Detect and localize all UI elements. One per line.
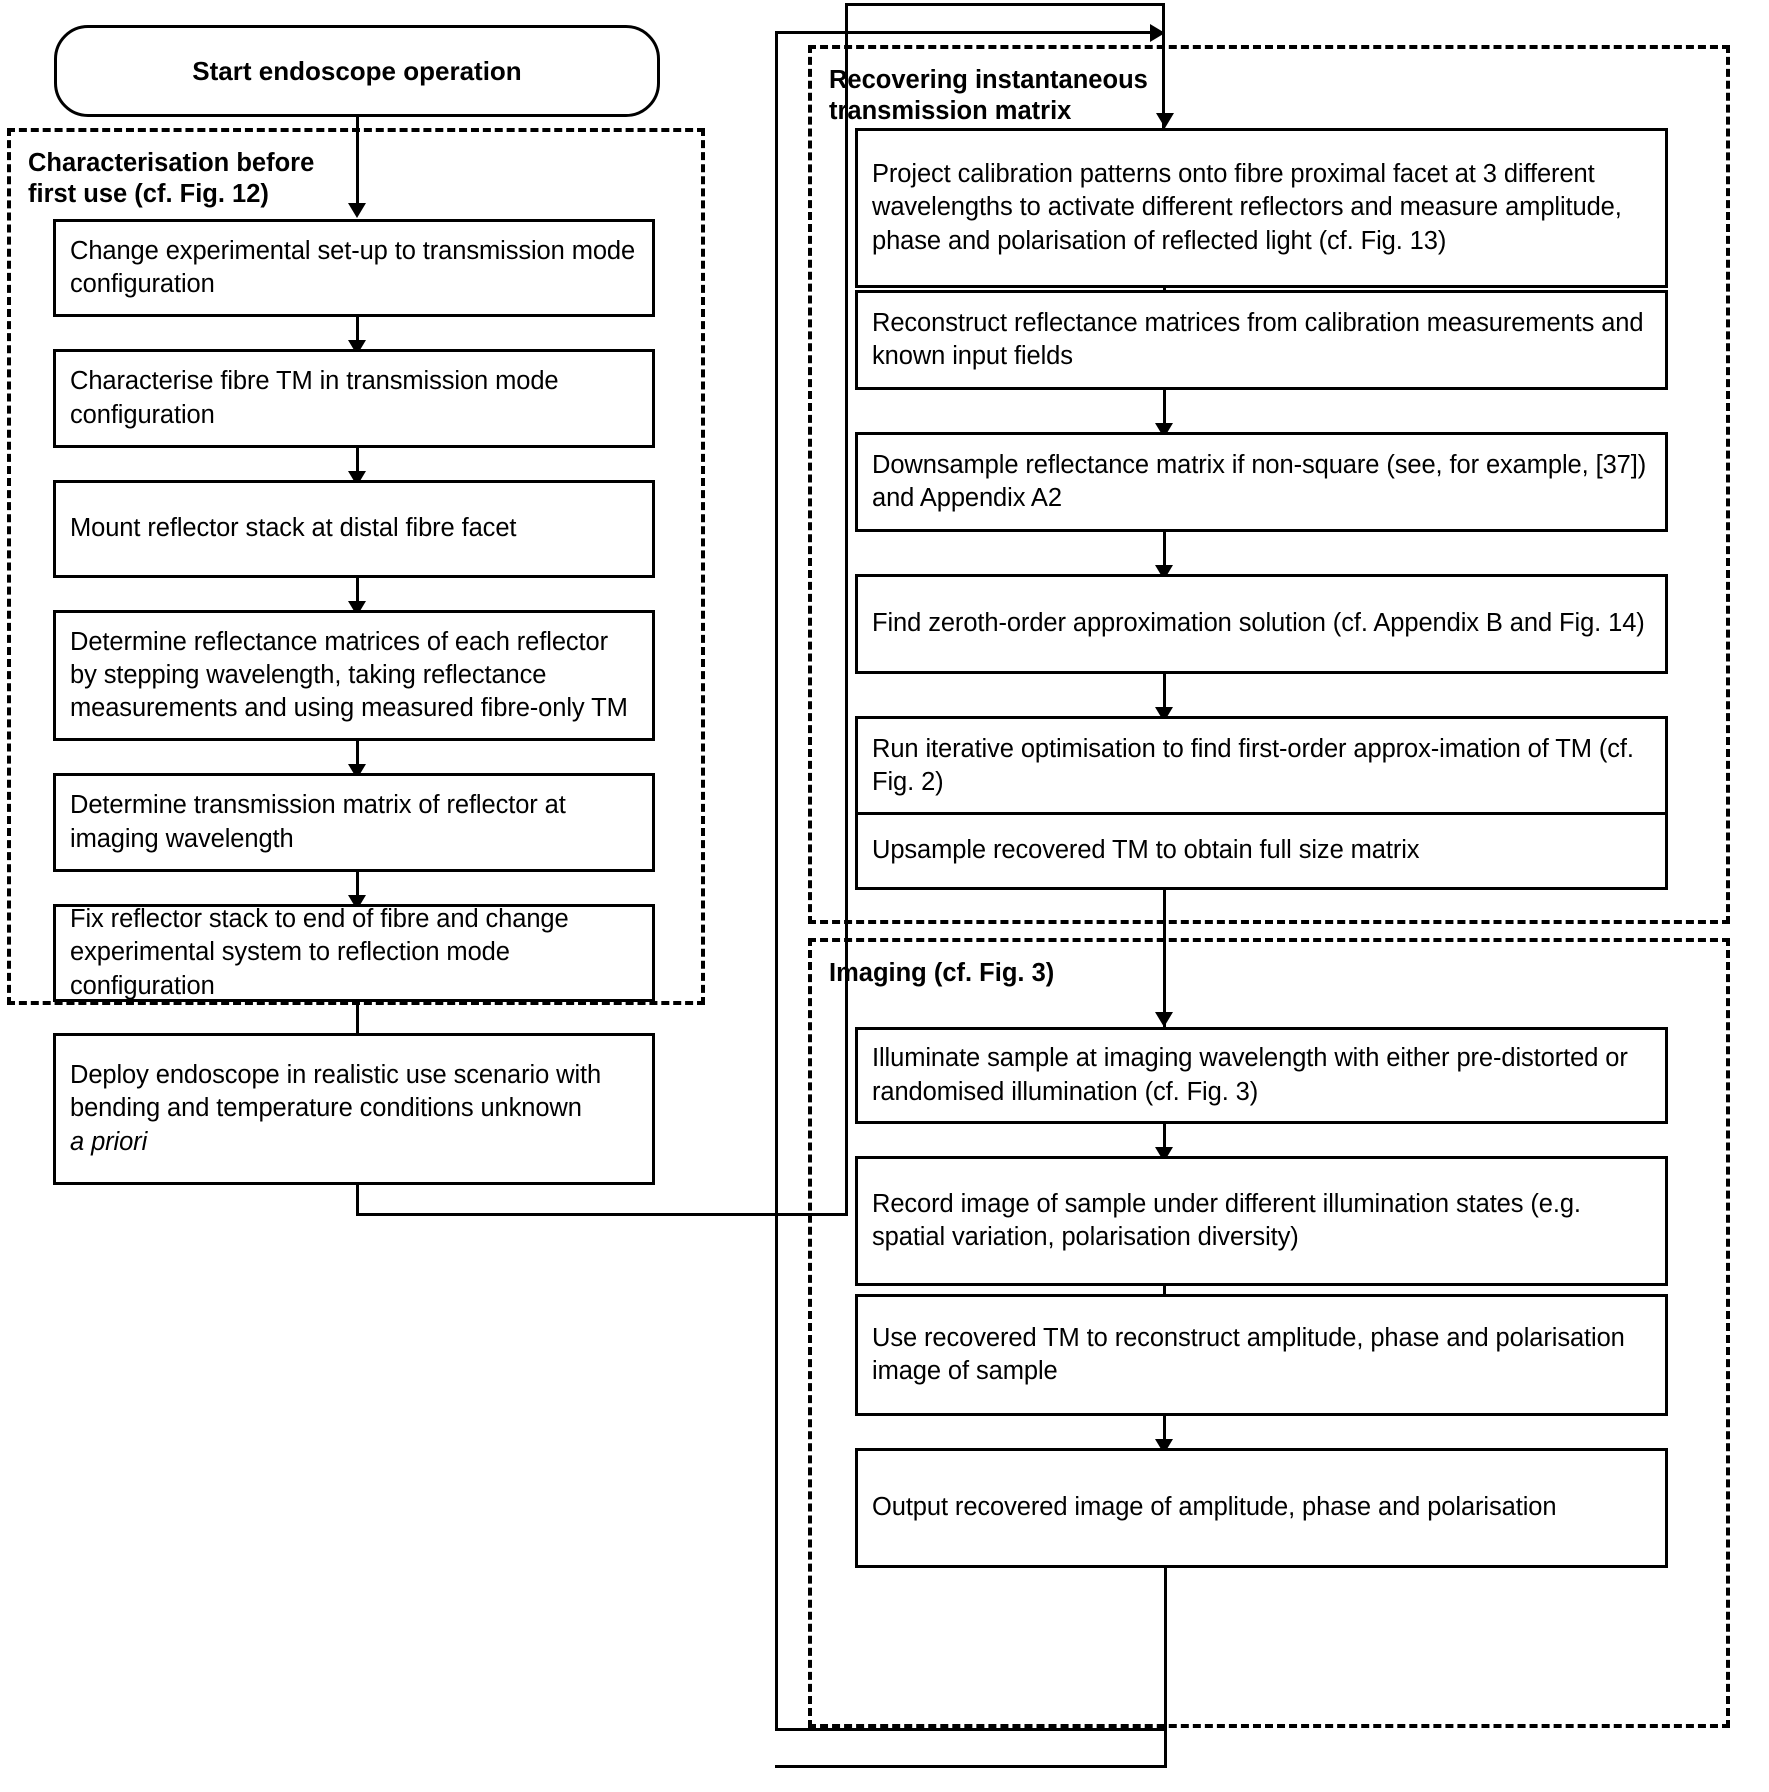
group-imaging-label: Imaging (cf. Fig. 3) <box>829 959 1055 987</box>
arrowhead-into-project <box>1156 113 1174 128</box>
connector-deploy-right <box>356 1213 848 1216</box>
step-deploy-endoscope-text: Deploy endoscope in realistic use scenar… <box>56 1059 615 1158</box>
step-reconstruct-reflectance-text: Reconstruct reflectance matrices from ca… <box>872 308 1644 370</box>
step-characterise-fibre: Characterise fibre TM in transmission mo… <box>53 349 655 448</box>
step-determine-reflectance-text: Determine reflectance matrices of each r… <box>70 627 628 723</box>
step-zeroth-order-text: Find zeroth-order approximation solution… <box>872 609 1645 638</box>
step-determine-transmission-text: Determine transmission matrix of reflect… <box>70 791 566 853</box>
connector-deploy-down <box>356 1185 359 1216</box>
step-mount-reflector: Mount reflector stack at distal fibre fa… <box>53 480 655 578</box>
step-output-image-text: Output recovered image of amplitude, pha… <box>872 1493 1557 1522</box>
connector-5 <box>356 872 359 904</box>
step-downsample: Downsample reflectance matrix if non-squ… <box>855 432 1668 532</box>
arrowhead-inner-top <box>1150 24 1165 42</box>
step-characterise-fibre-text: Characterise fibre TM in transmission mo… <box>70 367 559 429</box>
start-terminator: Start endoscope operation <box>54 25 660 117</box>
step-fix-reflector: Fix reflector stack to end of fibre and … <box>53 904 655 1002</box>
connector-outer-left-up <box>845 3 848 1216</box>
step-change-setup-text: Change experimental set-up to transmissi… <box>70 236 636 298</box>
connector-upsample-to-imaging <box>1163 890 1166 1030</box>
deploy-line-1: Deploy endoscope in realistic use scenar… <box>70 1061 602 1090</box>
step-project-calibration: Project calibration patterns onto fibre … <box>855 128 1668 288</box>
connector-2 <box>356 448 359 480</box>
step-iterative-optimisation-text: Run iterative optimisation to find first… <box>872 734 1634 796</box>
step-record-image: Record image of sample under different i… <box>855 1156 1668 1286</box>
step-illuminate-sample-text: Illuminate sample at imaging wavelength … <box>872 1044 1628 1106</box>
step-determine-transmission: Determine transmission matrix of reflect… <box>53 773 655 872</box>
step-change-setup: Change experimental set-up to transmissi… <box>53 219 655 317</box>
connector-start-to-change-setup <box>356 117 359 212</box>
step-mount-reflector-text: Mount reflector stack at distal fibre fa… <box>70 514 517 543</box>
connector-r2 <box>1163 390 1166 432</box>
connector-3 <box>356 578 359 610</box>
connector-outer-top <box>845 3 1165 6</box>
step-output-image: Output recovered image of amplitude, pha… <box>855 1448 1668 1568</box>
group-characterisation-label: Characterisation before first use (cf. F… <box>28 149 315 209</box>
step-illuminate-sample: Illuminate sample at imaging wavelength … <box>855 1027 1668 1124</box>
step-deploy-endoscope: Deploy endoscope in realistic use scenar… <box>53 1033 655 1185</box>
step-fix-reflector-text: Fix reflector stack to end of fibre and … <box>70 905 569 1000</box>
step-reconstruct-reflectance: Reconstruct reflectance matrices from ca… <box>855 290 1668 390</box>
arrowhead-into-illuminate <box>1155 1012 1173 1027</box>
connector-1 <box>356 317 359 349</box>
connector-inner-top <box>775 31 1165 34</box>
deploy-line-3-italic: a priori <box>70 1127 148 1156</box>
connector-i3 <box>1163 1416 1166 1448</box>
step-project-calibration-text: Project calibration patterns onto fibre … <box>872 160 1622 255</box>
arrowhead-start-to-change-setup <box>348 203 366 218</box>
connector-outer-return-down <box>1164 1568 1167 1768</box>
connector-r4 <box>1163 674 1166 716</box>
deploy-line-2: bending and temperature conditions unkno… <box>70 1094 582 1123</box>
step-downsample-text: Downsample reflectance matrix if non-squ… <box>872 450 1647 512</box>
step-use-recovered-tm-text: Use recovered TM to reconstruct amplitud… <box>872 1323 1625 1385</box>
group-recovering-label: Recovering instantaneous transmission ma… <box>829 66 1148 126</box>
connector-outer-top-down <box>1162 3 1165 136</box>
step-iterative-optimisation: Run iterative optimisation to find first… <box>855 716 1668 816</box>
connector-outer-return-left <box>775 1765 1167 1768</box>
group-imaging <box>808 938 1730 1728</box>
connector-4 <box>356 741 359 773</box>
step-zeroth-order: Find zeroth-order approximation solution… <box>855 574 1668 674</box>
connector-r3 <box>1163 532 1166 574</box>
connector-inner-left <box>775 31 778 1731</box>
connector-6 <box>356 1002 359 1058</box>
step-determine-reflectance: Determine reflectance matrices of each r… <box>53 610 655 741</box>
step-upsample-text: Upsample recovered TM to obtain full siz… <box>872 836 1420 865</box>
step-upsample: Upsample recovered TM to obtain full siz… <box>855 812 1668 890</box>
step-use-recovered-tm: Use recovered TM to reconstruct amplitud… <box>855 1294 1668 1416</box>
step-record-image-text: Record image of sample under different i… <box>872 1189 1581 1251</box>
connector-inner-bottom <box>775 1728 1167 1731</box>
connector-i1 <box>1163 1124 1166 1156</box>
group-recovering <box>808 45 1730 924</box>
